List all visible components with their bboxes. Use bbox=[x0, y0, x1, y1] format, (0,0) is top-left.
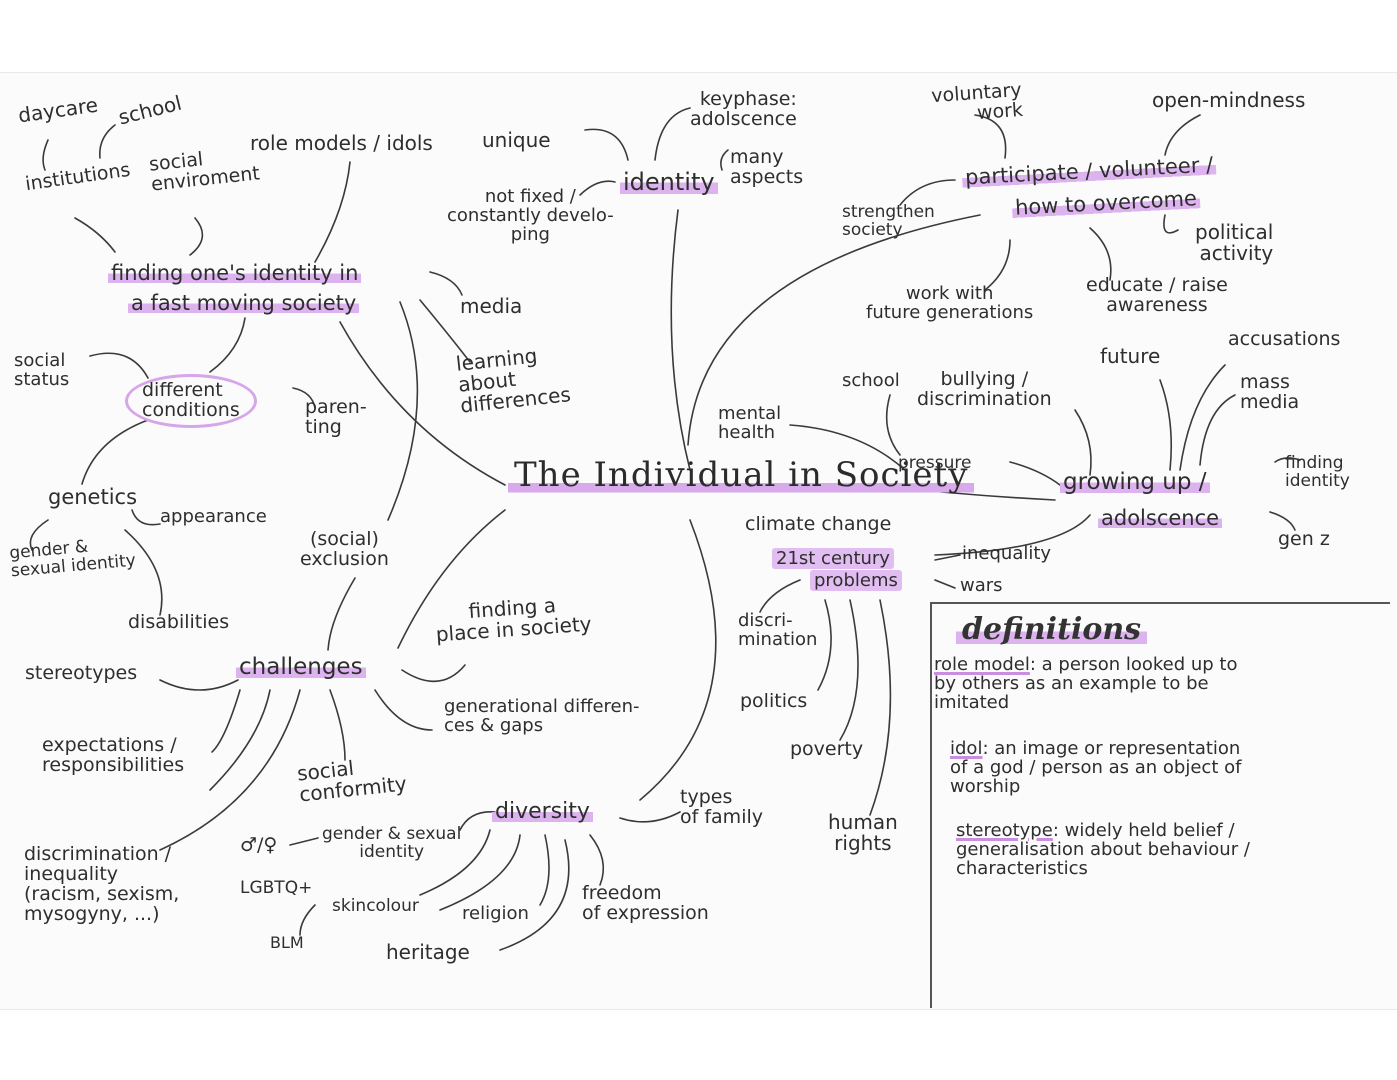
node-blm: BLM bbox=[270, 933, 304, 952]
node-religion: religion bbox=[462, 903, 529, 924]
branch-finding-identity-2: a fast moving society bbox=[128, 291, 360, 315]
node-lgbtq: LGBTQ+ bbox=[240, 878, 313, 898]
node-freedom-expression: freedom of expression bbox=[582, 882, 709, 924]
growing-title-line2: adolscence bbox=[1098, 506, 1223, 530]
node-role-models: role models / idols bbox=[250, 131, 433, 155]
node-politics: politics bbox=[740, 690, 808, 712]
definition-text: : a person looked up to by others as an … bbox=[934, 654, 1238, 713]
node-gen-z: gen z bbox=[1278, 528, 1330, 550]
identity-title: identity bbox=[620, 168, 718, 196]
problems-title-line1: 21st century bbox=[772, 548, 894, 569]
node-pressure: pressure bbox=[898, 453, 972, 473]
node-generational: generational differen- ces & gaps bbox=[444, 696, 640, 736]
node-stereotypes: stereotypes bbox=[25, 662, 138, 684]
node-social-exclusion: (social) exclusion bbox=[300, 528, 389, 570]
diversity-title: diversity bbox=[492, 799, 593, 824]
definition-text: : widely held belief / generalisation ab… bbox=[956, 820, 1250, 879]
node-many-aspects: many aspects bbox=[730, 146, 804, 188]
definition-idol: idol: an image or representation of a go… bbox=[950, 738, 1242, 797]
definitions-title: definitions bbox=[956, 612, 1148, 647]
branch-problems-2: problems bbox=[810, 570, 902, 591]
node-accusations: accusations bbox=[1228, 328, 1341, 350]
node-not-fixed: not fixed / constantly develo- ping bbox=[447, 186, 614, 245]
definition-term: role model bbox=[934, 654, 1030, 675]
problems-title-line2: problems bbox=[810, 570, 902, 591]
finding-title-line2: a fast moving society bbox=[128, 291, 360, 315]
definitions-box: definitions role model: a person looked … bbox=[930, 602, 1390, 1008]
branch-growing-up-2: adolscence bbox=[1098, 506, 1223, 530]
definition-text: : an image or representation of a god / … bbox=[950, 738, 1242, 797]
node-skincolour: skincolour bbox=[332, 896, 419, 916]
node-disabilities: disabilities bbox=[128, 611, 230, 633]
gender-symbols-icon: ♂/♀ bbox=[240, 834, 278, 856]
node-mental-health: mental health bbox=[718, 403, 782, 443]
node-media: media bbox=[460, 294, 523, 318]
finding-title-line1: finding one's identity in bbox=[108, 261, 362, 285]
definition-term: stereotype bbox=[956, 820, 1053, 841]
node-gender-sexual-diversity: gender & sexual identity bbox=[322, 824, 462, 862]
branch-identity: identity bbox=[620, 168, 718, 196]
challenges-title: challenges bbox=[236, 654, 366, 680]
definition-term: idol bbox=[950, 738, 983, 759]
branch-finding-identity: finding one's identity in bbox=[108, 261, 362, 285]
center-topic: The Individual in Society bbox=[508, 457, 975, 494]
branch-growing-up: growing up / bbox=[1060, 469, 1210, 495]
node-inequality: inequality bbox=[962, 543, 1052, 564]
node-human-rights: human rights bbox=[828, 810, 898, 855]
node-appearance: appearance bbox=[160, 506, 267, 527]
node-social-status: social status bbox=[14, 350, 70, 390]
growing-title-line1: growing up / bbox=[1060, 469, 1210, 495]
branch-challenges: challenges bbox=[236, 654, 366, 680]
node-unique: unique bbox=[482, 128, 551, 152]
node-different-conditions: different conditions bbox=[125, 374, 257, 428]
node-voluntary-work: voluntary work bbox=[930, 78, 1024, 124]
node-discrimination-problems: discri- mination bbox=[738, 610, 818, 650]
node-heritage: heritage bbox=[386, 940, 470, 964]
node-expectations: expectations / responsibilities bbox=[42, 734, 185, 776]
node-parenting: paren- ting bbox=[305, 396, 367, 438]
node-finding-identity: finding identity bbox=[1285, 453, 1350, 491]
node-keyphase: keyphase: adolscence bbox=[690, 88, 797, 130]
definition-role-model: role model: a person looked up to by oth… bbox=[934, 654, 1238, 713]
node-bullying: bullying / discrimination bbox=[917, 368, 1052, 410]
definitions-heading: definitions bbox=[956, 612, 1148, 647]
node-climate-change: climate change bbox=[745, 513, 892, 535]
branch-problems: 21st century bbox=[772, 548, 894, 569]
node-wars: wars bbox=[960, 575, 1003, 596]
definition-stereotype: stereotype: widely held belief / general… bbox=[956, 820, 1250, 879]
node-discrimination-inequality: discrimination / inequality (racism, sex… bbox=[24, 843, 180, 925]
node-educate: educate / raise awareness bbox=[1086, 274, 1228, 316]
node-mass-media: mass media bbox=[1240, 371, 1300, 413]
node-poverty: poverty bbox=[790, 738, 864, 760]
node-work-future: work with future generations bbox=[866, 283, 1034, 323]
node-learning-differences: learning about differences bbox=[454, 343, 572, 418]
node-strengthen-society: strengthen society bbox=[842, 202, 935, 240]
node-future: future bbox=[1100, 344, 1161, 368]
node-types-of-family: types of family bbox=[680, 786, 763, 828]
branch-diversity: diversity bbox=[492, 799, 593, 824]
node-school-growing: school bbox=[842, 370, 900, 391]
node-open-mindness: open-mindness bbox=[1152, 88, 1306, 112]
node-genetics: genetics bbox=[48, 485, 138, 509]
node-political-activity: political activity bbox=[1195, 220, 1274, 265]
